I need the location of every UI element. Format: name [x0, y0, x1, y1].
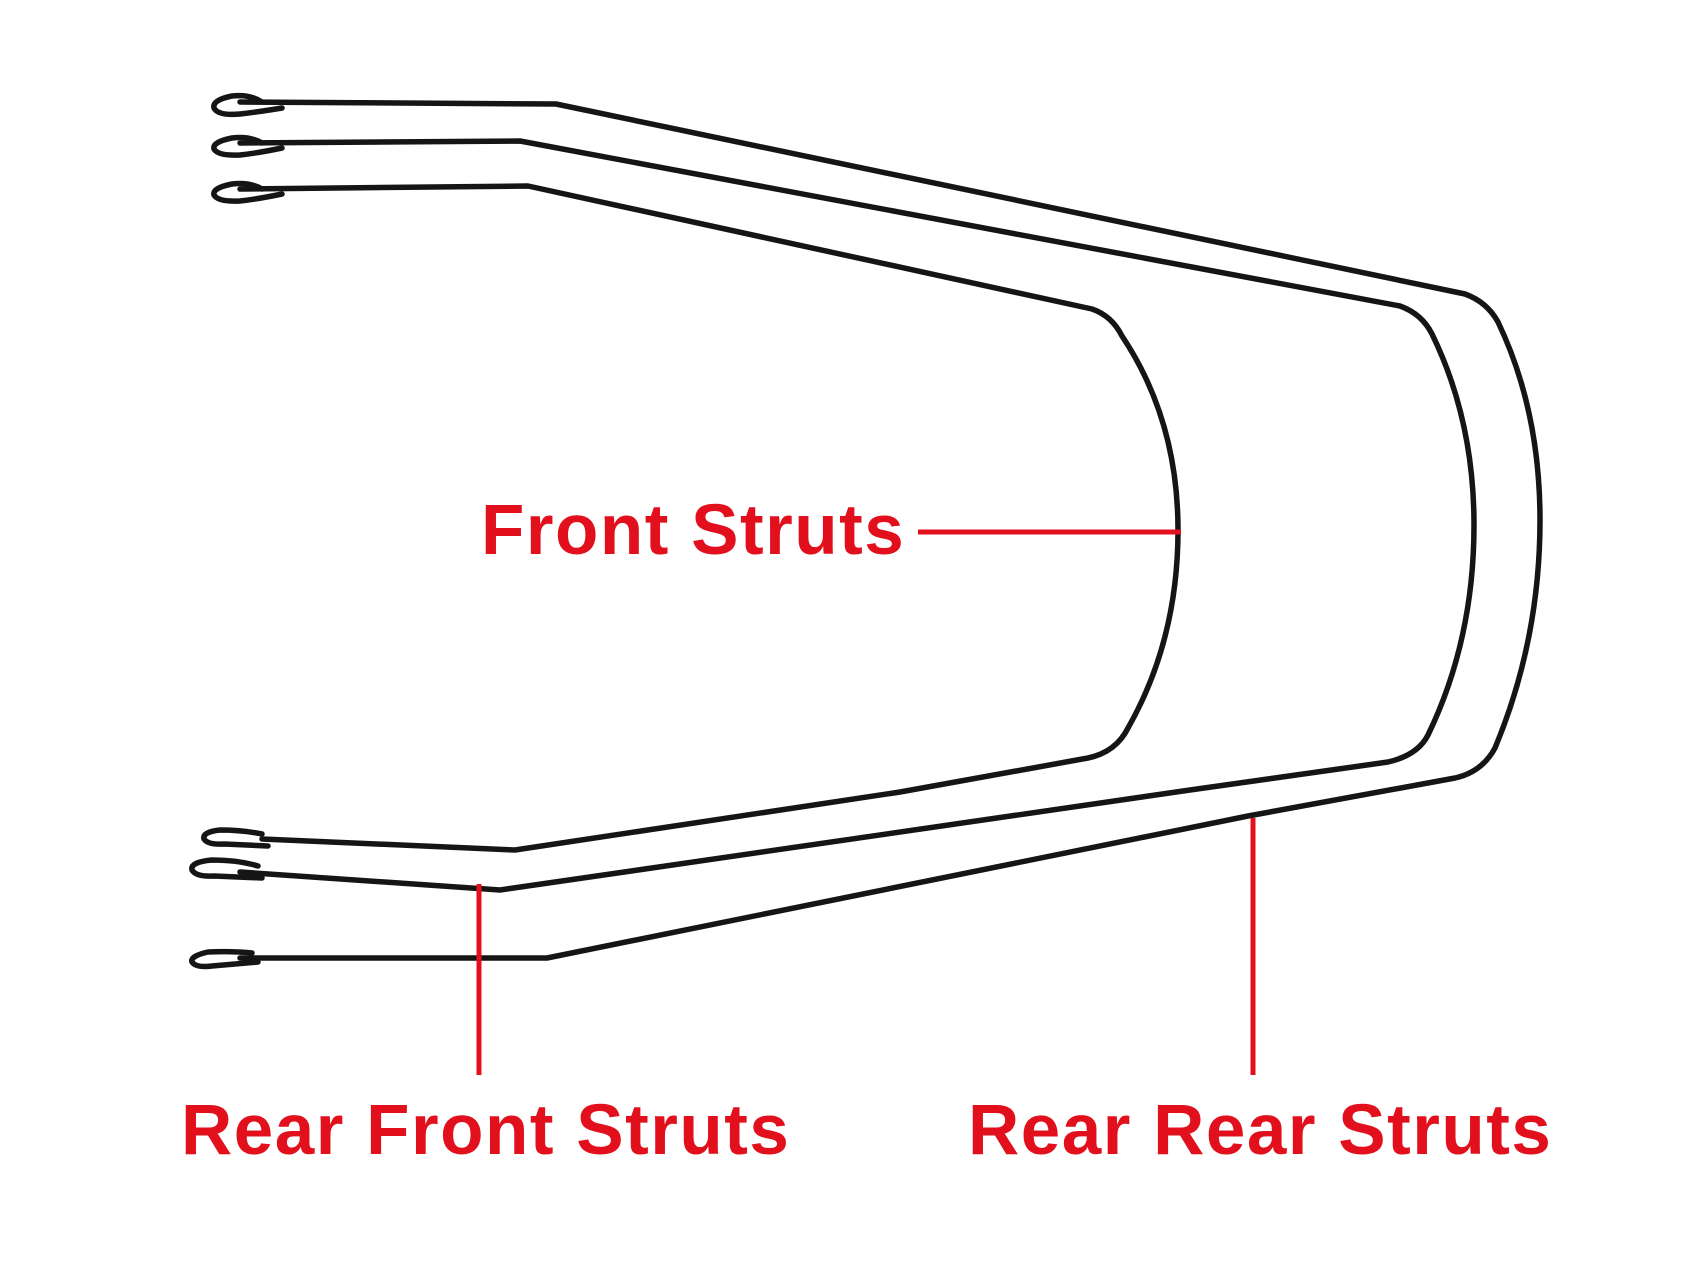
rear-front-strut-bottom-eyelet	[189, 857, 265, 881]
rear-front-strut	[189, 134, 1477, 893]
rear-rear-strut-top-eyelet	[211, 92, 285, 118]
rear-rear-struts-label: Rear Rear Struts	[968, 1091, 1552, 1170]
rear-front-strut-top-eyelet	[211, 134, 285, 158]
rear-rear-strut-bottom-eyelet	[189, 948, 261, 970]
front-strut-bottom-eyelet	[201, 827, 271, 849]
rear-rear-strut-wire	[237, 99, 1543, 961]
front-strut-top-eyelet	[211, 180, 285, 204]
front-struts-label: Front Struts	[481, 491, 905, 570]
rear-front-strut-wire	[237, 138, 1477, 893]
rear-rear-strut	[189, 92, 1543, 970]
rear-front-struts-label: Rear Front Struts	[181, 1091, 790, 1170]
